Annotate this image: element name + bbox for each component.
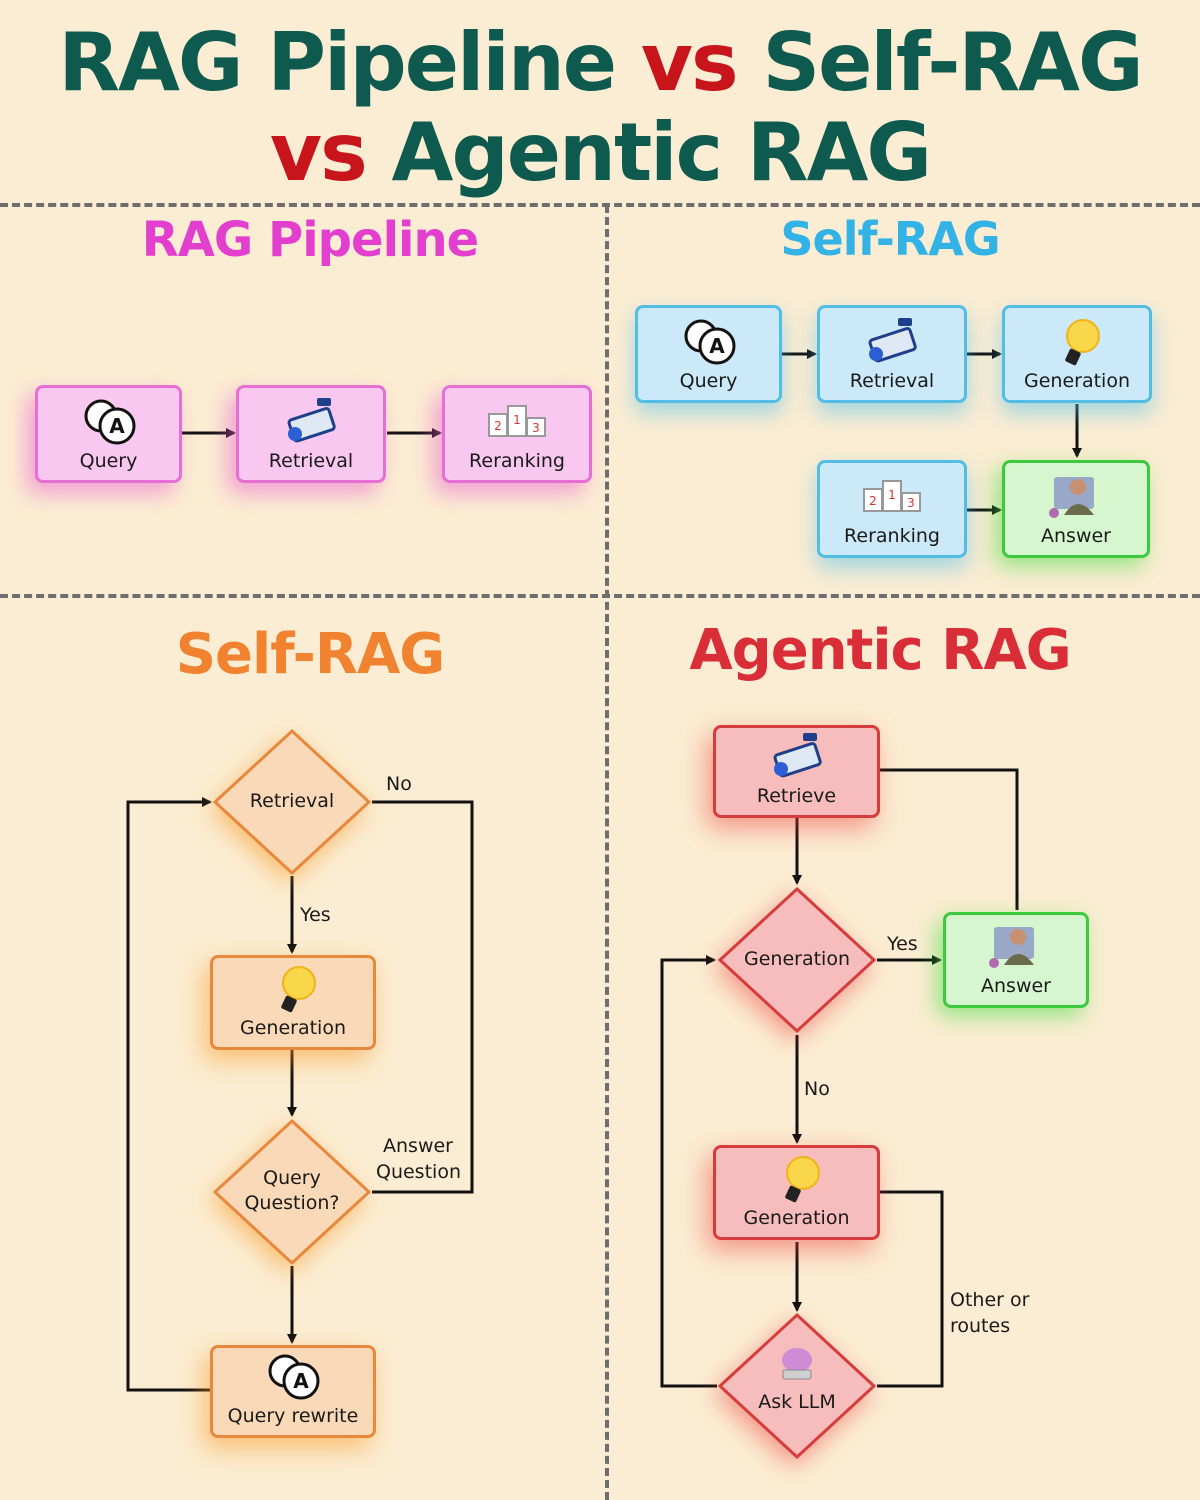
brain-chip-icon <box>782 1348 812 1372</box>
srf-edge-no: No <box>386 773 412 795</box>
section-title-self-rag-flow: Self-RAG <box>175 622 446 687</box>
title-agentic-rag: Agentic RAG <box>391 106 933 199</box>
srf-decision-label-2: Question? <box>244 1192 340 1214</box>
ar-edge-no: No <box>804 1078 830 1100</box>
svg-text:A: A <box>109 414 125 438</box>
retrieval-tool-icon <box>773 733 822 778</box>
rp-reranking-label: Reranking <box>469 450 565 472</box>
ranking-icon: 2 1 3 <box>488 405 546 437</box>
svg-text:A: A <box>293 1369 309 1393</box>
srf-decision-label-1: Query <box>263 1167 321 1189</box>
ar-ask-llm-label: Ask LLM <box>758 1391 836 1413</box>
title-self-rag: Self-RAG <box>762 16 1144 109</box>
rp-query-label: Query <box>79 450 138 472</box>
srf-generation-node[interactable]: Generation <box>210 955 376 1050</box>
title-vs-1: vs <box>640 16 739 109</box>
ar-retrieve-label: Retrieve <box>756 785 837 807</box>
srt-retrieval-label: Retrieval <box>849 370 935 392</box>
edge-askllm-loop <box>660 955 717 1388</box>
svg-text:2: 2 <box>869 494 877 508</box>
rp-query-node[interactable]: A Query <box>35 385 182 483</box>
srt-retrieval-node[interactable]: Retrieval <box>817 305 967 403</box>
srt-query-node[interactable]: A Query <box>635 305 782 403</box>
diamond-shape <box>212 728 372 876</box>
edge-retrieve-answer <box>880 768 1019 910</box>
srf-decision-diamond[interactable]: Query Question? <box>212 1118 372 1266</box>
ar-generation-diamond[interactable]: Generation <box>717 886 877 1034</box>
srt-generation-label: Generation <box>1024 370 1130 392</box>
divider-middle <box>0 594 1200 598</box>
ar-answer-node[interactable]: Answer <box>943 912 1089 1008</box>
svg-text:A: A <box>709 334 725 358</box>
srt-reranking-label: Reranking <box>844 525 940 547</box>
ar-edge-other-2: routes <box>950 1315 1011 1337</box>
divider-vertical <box>605 205 609 1500</box>
ar-ask-llm-diamond[interactable]: Ask LLM <box>717 1312 877 1460</box>
agent-person-icon <box>989 927 1034 968</box>
ar-edge-yes: Yes <box>887 933 918 955</box>
srt-answer-label: Answer <box>1041 525 1111 547</box>
edge-generation-other <box>877 1190 944 1388</box>
rp-retrieval-node[interactable]: Retrieval <box>236 385 386 483</box>
lightbulb-icon <box>281 966 316 1013</box>
agent-person-icon <box>1049 477 1094 518</box>
chat-query-icon: A <box>684 319 735 365</box>
section-title-agentic-rag: Agentic RAG <box>689 618 1071 683</box>
edge-retrieval-no <box>372 800 474 1194</box>
rp-retrieval-label: Retrieval <box>268 450 354 472</box>
srt-generation-node[interactable]: Generation <box>1002 305 1152 403</box>
svg-text:1: 1 <box>888 488 896 502</box>
ar-answer-label: Answer <box>981 975 1051 997</box>
ar-generation-label: Generation <box>743 1207 850 1229</box>
svg-text:3: 3 <box>532 421 540 435</box>
title-rag-pipeline: RAG Pipeline <box>58 16 617 109</box>
srf-edge-yes: Yes <box>300 904 331 926</box>
srf-generation-label: Generation <box>240 1017 346 1039</box>
svg-text:1: 1 <box>513 413 521 427</box>
ar-retrieve-node[interactable]: Retrieve <box>713 725 880 818</box>
lightbulb-icon <box>784 1156 820 1203</box>
ar-generation-decision-label: Generation <box>744 948 850 970</box>
chat-query-icon: A <box>84 399 135 445</box>
section-title-rag-pipeline: RAG Pipeline <box>141 212 479 268</box>
srt-answer-node[interactable]: Answer <box>1002 460 1150 558</box>
srf-retrieval-diamond[interactable]: Retrieval <box>212 728 372 876</box>
page-title: RAG Pipeline vs Self-RAG vs Agentic RAG <box>0 18 1200 198</box>
svg-text:3: 3 <box>907 496 915 510</box>
chat-query-icon: A <box>268 1354 320 1400</box>
section-title-self-rag-top: Self-RAG <box>780 212 1000 266</box>
srf-retrieval-label: Retrieval <box>249 790 335 812</box>
divider-top <box>0 203 1200 207</box>
srt-query-label: Query <box>679 370 738 392</box>
srf-edge-answer-1: Answer <box>383 1135 453 1157</box>
diamond-shape <box>717 886 877 1034</box>
rp-reranking-node[interactable]: 2 1 3 Reranking <box>442 385 592 483</box>
lightbulb-icon <box>1065 319 1100 366</box>
svg-text:2: 2 <box>494 419 502 433</box>
retrieval-tool-icon <box>287 398 336 443</box>
diamond-shape <box>212 1118 372 1266</box>
srf-query-rewrite-label: Query rewrite <box>227 1405 359 1427</box>
diamond-shape <box>717 1312 877 1460</box>
srf-edge-answer-2: Question <box>376 1161 461 1183</box>
edge-rewrite-loop <box>126 797 212 1392</box>
retrieval-tool-icon <box>868 318 917 363</box>
title-vs-2: vs <box>269 106 368 199</box>
ar-edge-other-1: Other or <box>950 1289 1030 1311</box>
srt-reranking-node[interactable]: 2 1 3 Reranking <box>817 460 967 558</box>
srf-query-rewrite-node[interactable]: A Query rewrite <box>210 1345 376 1438</box>
ranking-icon: 2 1 3 <box>863 480 921 512</box>
ar-generation-node[interactable]: Generation <box>713 1145 880 1240</box>
